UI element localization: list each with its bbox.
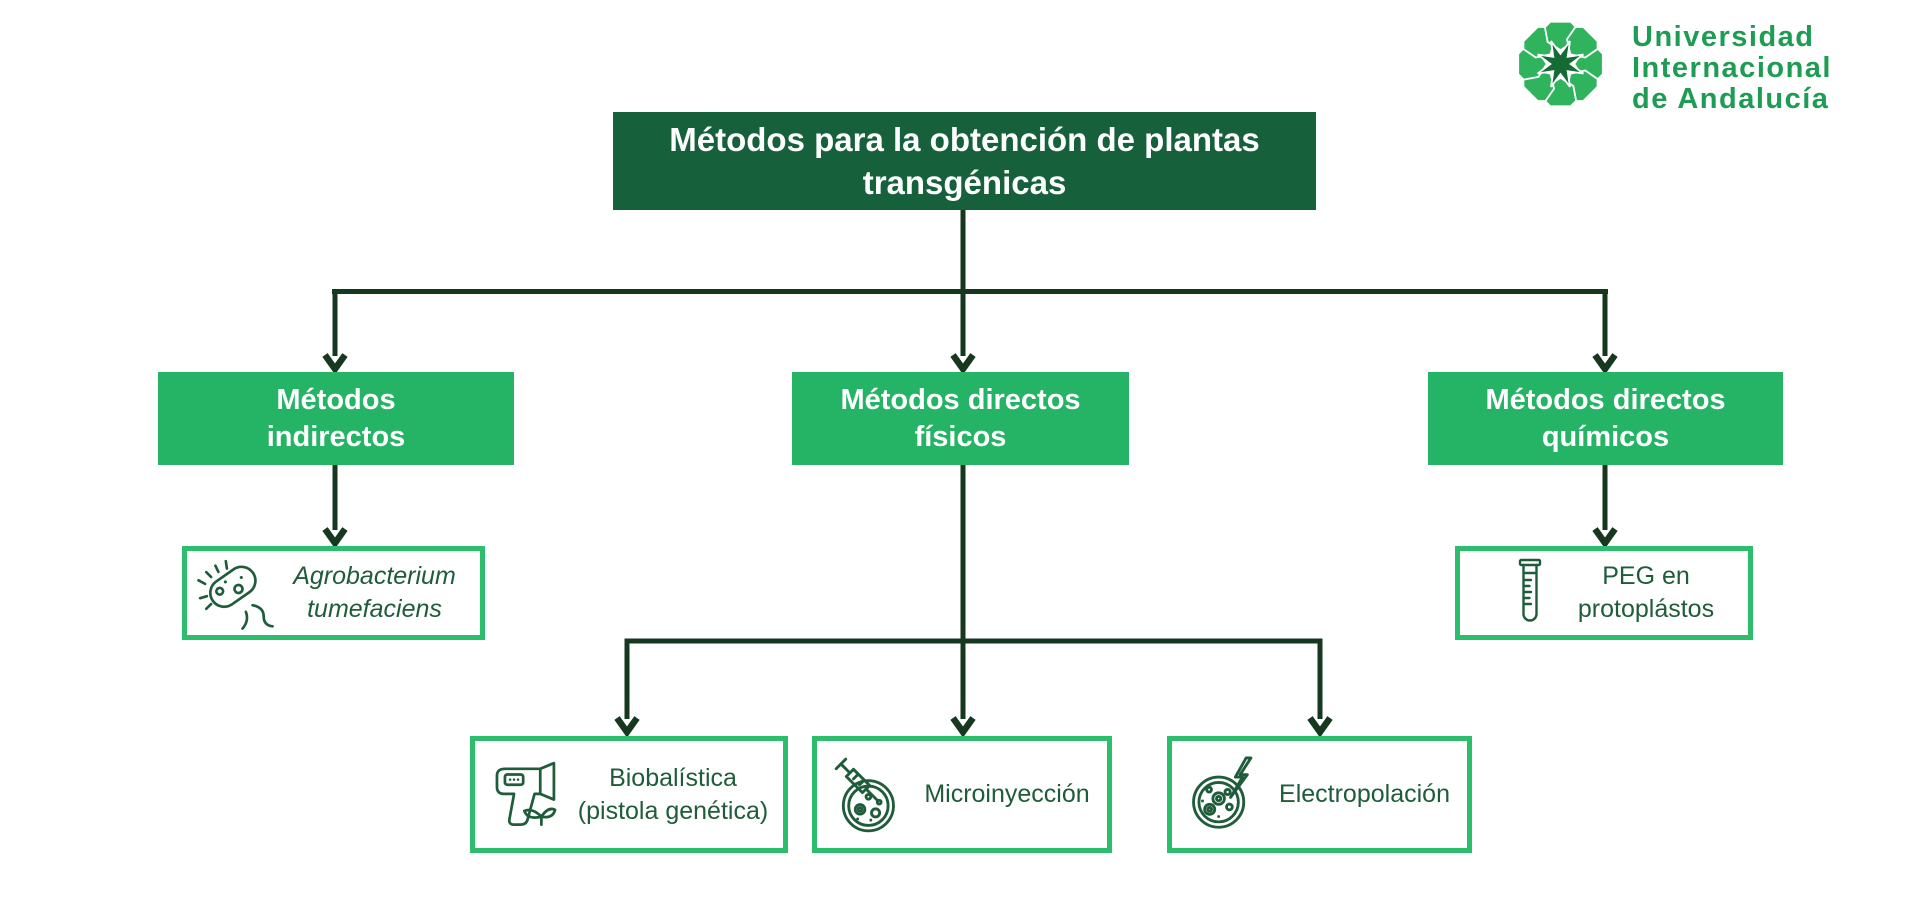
leaf-label: Biobalística (pistola genética) xyxy=(577,763,769,825)
arrowhead-icon xyxy=(953,718,973,732)
arrowhead-icon xyxy=(325,529,345,543)
arrowhead-icon xyxy=(325,355,345,369)
logo-line-2: Internacional xyxy=(1632,52,1832,84)
branch-node-metodos-directos-quimicos: Métodos directos químicos xyxy=(1428,372,1783,465)
syringe-petri-dish-icon xyxy=(829,752,915,838)
arrowhead-icon xyxy=(1310,718,1330,732)
unia-rosette-icon xyxy=(1513,18,1608,115)
logo-wordmark: Universidad Internacional de Andalucía xyxy=(1632,22,1832,115)
leaf-node-microinyeccion: Microinyección xyxy=(812,736,1112,853)
test-tube-icon xyxy=(1508,554,1552,632)
leaf-node-biobalistica: Biobalística (pistola genética) xyxy=(470,736,788,853)
leaf-label: Electropolación xyxy=(1279,780,1450,808)
gene-gun-icon xyxy=(489,754,571,836)
arrowhead-icon xyxy=(617,718,637,732)
petri-dish-lightning-icon xyxy=(1184,752,1270,838)
branch-node-metodos-directos-fisicos: Métodos directos físicos xyxy=(792,372,1129,465)
leaf-label: PEG en protoplástos xyxy=(1577,562,1715,623)
root-node-title: Métodos para la obtención de plantas tra… xyxy=(613,112,1316,210)
leaf-label: Microinyección xyxy=(924,780,1090,808)
arrowhead-icon xyxy=(953,355,973,369)
leaf-node-electropolacion: Electropolación xyxy=(1167,736,1472,853)
logo-line-1: Universidad xyxy=(1632,21,1815,53)
arrowhead-icon xyxy=(1595,529,1615,543)
leaf-label: Agrobacterium tumefaciens xyxy=(293,562,456,623)
leaf-node-agrobacterium: Agrobacterium tumefaciens xyxy=(182,546,485,640)
leaf-node-peg-protoplastos: PEG en protoplástos xyxy=(1455,546,1753,640)
logo-line-3: de Andalucía xyxy=(1632,83,1830,115)
arrowhead-icon xyxy=(1595,355,1615,369)
branch-node-metodos-indirectos: Métodos indirectos xyxy=(158,372,514,465)
bacterium-icon xyxy=(197,553,277,633)
